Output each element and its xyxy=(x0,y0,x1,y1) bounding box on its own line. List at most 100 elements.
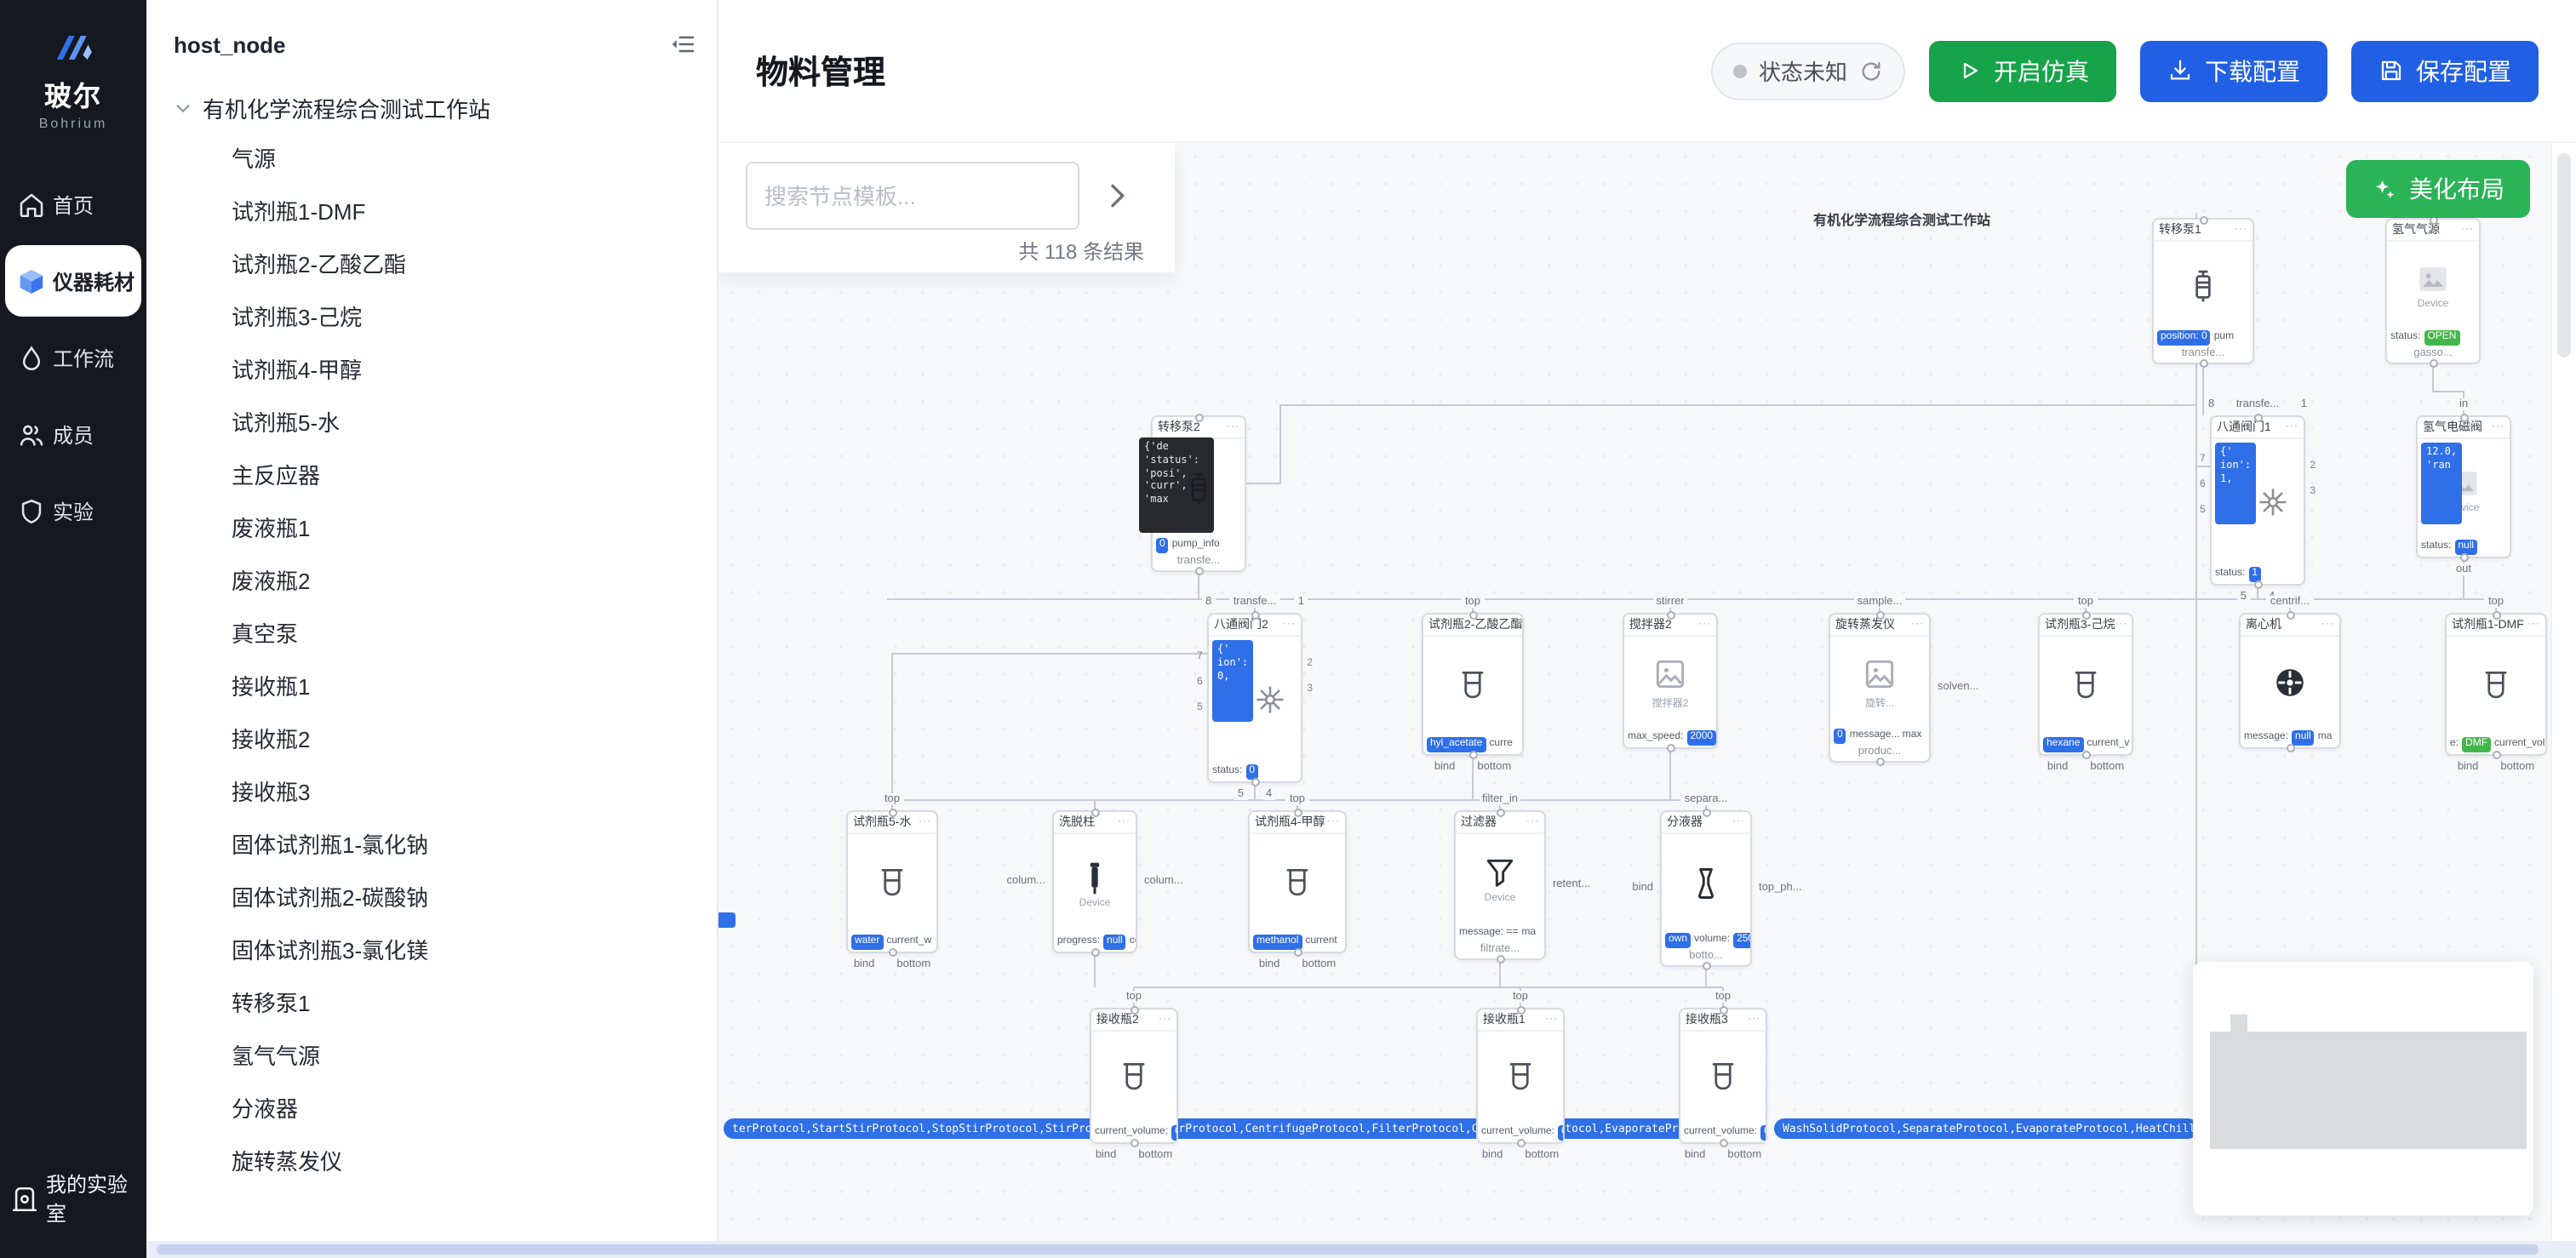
node-menu-icon[interactable]: ··· xyxy=(2115,620,2128,630)
sidebar-item-cube[interactable]: 仪器耗材 xyxy=(5,245,141,317)
minimap[interactable] xyxy=(2193,962,2533,1215)
sidebar-item-my-lab[interactable]: 我的实验室 xyxy=(0,1169,146,1227)
sidebar-item-home[interactable]: 首页 xyxy=(5,169,141,240)
port-dot xyxy=(2199,358,2207,367)
node-menu-icon[interactable]: ··· xyxy=(1118,817,1131,827)
horizontal-scrollbar xyxy=(146,1241,2576,1258)
tree-item[interactable]: 试剂瓶2-乙酸乙酯 xyxy=(232,252,407,277)
node-menu-icon[interactable]: ··· xyxy=(2235,225,2247,235)
tree-item[interactable]: 固体试剂瓶1-氯化钠 xyxy=(232,832,429,858)
protocol-list-bar[interactable]: WashSolidProtocol,SeparateProtocol,Evapo… xyxy=(1774,1118,2198,1139)
flow-node[interactable]: 试剂瓶2-乙酸乙酯···hyl_acetatecurretopbindbotto… xyxy=(1422,596,1524,773)
protocol-list-bar[interactable]: terProtocol,StartStirProtocol,StopStirPr… xyxy=(724,1118,1767,1139)
port-label: 1 xyxy=(1294,596,1308,608)
flow-node[interactable]: 洗脱柱···Deviceprogress:nullcolucolum...col… xyxy=(1003,808,1187,956)
flow-node[interactable]: 接收瓶2···current_volume:0topbindbottom xyxy=(1090,991,1178,1161)
flow-node[interactable]: 接收瓶3···current_volume:0topbindbottom xyxy=(1679,991,1767,1161)
node-menu-icon[interactable]: ··· xyxy=(2492,422,2504,432)
tree-item[interactable]: 气源 xyxy=(232,146,277,172)
flow-node[interactable]: 转移泵2···{'de 'status': 'posi', 'curr', 'm… xyxy=(1139,413,1246,575)
tree-item[interactable]: 旋转蒸发仪 xyxy=(232,1149,343,1175)
port-dot xyxy=(2429,358,2437,367)
sidebar-item-label: 首页 xyxy=(53,193,94,217)
node-menu-icon[interactable]: ··· xyxy=(2321,620,2334,630)
node-left-ports: bind xyxy=(1629,881,1657,893)
tree-item[interactable]: 接收瓶1 xyxy=(232,674,311,700)
node-menu-icon[interactable]: ··· xyxy=(1698,620,1711,630)
port-number: 2 xyxy=(2310,461,2316,472)
tree-item[interactable]: 固体试剂瓶2-碳酸钠 xyxy=(232,885,429,911)
tree-item[interactable]: 接收瓶3 xyxy=(232,780,311,805)
node-menu-icon[interactable]: ··· xyxy=(1227,422,1239,432)
start-simulation-button[interactable]: 开启仿真 xyxy=(1929,40,2116,101)
tree-item[interactable]: 试剂瓶1-DMF xyxy=(232,199,366,225)
node-badge: 0 xyxy=(1245,764,1259,780)
tree-root-item[interactable]: 有机化学流程综合测试工作站 xyxy=(174,92,696,124)
tree-item[interactable]: 真空泵 xyxy=(232,621,299,647)
node-menu-icon[interactable]: ··· xyxy=(1732,817,1745,827)
node-left-ports: colum... xyxy=(1003,874,1049,887)
tree-collapse-icon[interactable] xyxy=(669,31,696,58)
node-menu-icon[interactable]: ··· xyxy=(1159,1015,1171,1025)
port-number: 3 xyxy=(2310,487,2316,497)
sidebar-item-users[interactable]: 成员 xyxy=(5,398,141,470)
refresh-icon[interactable] xyxy=(1859,59,1883,83)
node-menu-icon[interactable]: ··· xyxy=(2461,225,2474,235)
node-menu-icon[interactable]: ··· xyxy=(2286,422,2298,432)
node-top-ports: top xyxy=(841,793,943,805)
tree-item[interactable]: 转移泵1 xyxy=(232,991,311,1016)
sidebar-item-shield[interactable]: 实验 xyxy=(5,475,141,546)
download-icon xyxy=(2170,60,2190,80)
tree-item[interactable]: 固体试剂瓶3-氯化镁 xyxy=(232,938,429,964)
search-input[interactable] xyxy=(746,162,1079,230)
download-config-button[interactable]: 下载配置 xyxy=(2140,40,2327,101)
port-label: 8 xyxy=(2205,398,2218,410)
tree-item[interactable]: 废液瓶1 xyxy=(232,516,311,541)
node-menu-icon[interactable]: ··· xyxy=(1911,620,1924,630)
node-menu-icon[interactable]: ··· xyxy=(919,817,931,827)
port-label: bind xyxy=(1478,1149,1507,1161)
node-menu-icon[interactable]: ··· xyxy=(1283,620,1296,630)
tree-item[interactable]: 试剂瓶5-水 xyxy=(232,410,341,436)
port-dot xyxy=(2253,580,2262,588)
port-label: 5 xyxy=(2236,591,2250,603)
save-config-button[interactable]: 保存配置 xyxy=(2351,40,2539,101)
chevron-right-icon[interactable] xyxy=(1100,179,1134,213)
beautify-layout-button[interactable]: 美化布局 xyxy=(2346,160,2530,218)
node-right-ports: solven... xyxy=(1934,680,1983,693)
tree-item[interactable]: 分液器 xyxy=(232,1096,299,1122)
tree-item[interactable]: 试剂瓶3-己烷 xyxy=(232,305,363,330)
sidebar-item-drop[interactable]: 工作流 xyxy=(5,322,141,393)
flow-node[interactable]: 接收瓶1···current_volume:0topbindbottom xyxy=(1476,991,1565,1161)
tree-item[interactable]: 废液瓶2 xyxy=(232,569,311,594)
node-menu-icon[interactable]: ··· xyxy=(1545,1015,1558,1025)
tree-item[interactable]: 氢气气源 xyxy=(232,1044,321,1069)
flow-node[interactable]: 分液器···ownvolume:250botto...separa...bind… xyxy=(1629,793,1806,969)
tree-item[interactable]: 主反应器 xyxy=(232,463,321,489)
vertical-scrollbar-thumb[interactable] xyxy=(2557,153,2571,357)
node-menu-icon[interactable]: ··· xyxy=(1526,817,1539,827)
node-menu-icon[interactable]: ··· xyxy=(1327,817,1340,827)
node-menu-icon[interactable]: ··· xyxy=(1748,1015,1760,1025)
horizontal-scrollbar-thumb[interactable] xyxy=(157,1244,2539,1255)
port-dot xyxy=(1293,808,1302,816)
tree-item[interactable]: 试剂瓶4-甲醇 xyxy=(232,357,363,383)
tree-item[interactable]: 接收瓶2 xyxy=(232,727,311,752)
port-label: top xyxy=(1285,793,1309,805)
node-port-label: transfe... xyxy=(2181,347,2225,359)
node-menu-icon[interactable]: ··· xyxy=(2527,620,2540,630)
